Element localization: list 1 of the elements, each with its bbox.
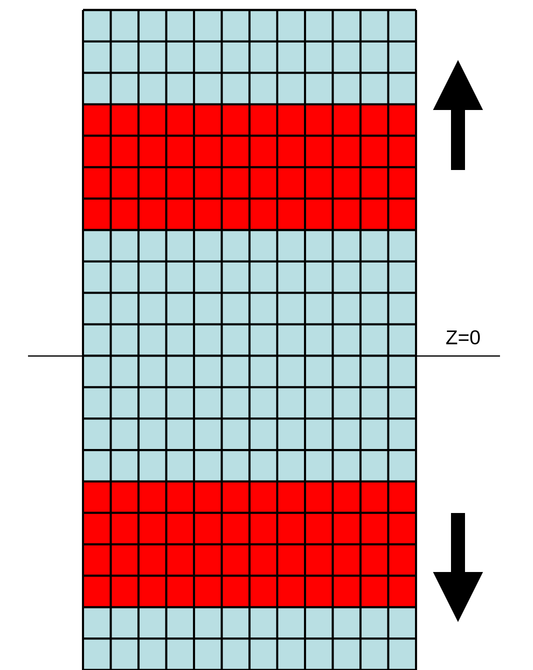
axis-label: Z=0	[446, 330, 480, 344]
